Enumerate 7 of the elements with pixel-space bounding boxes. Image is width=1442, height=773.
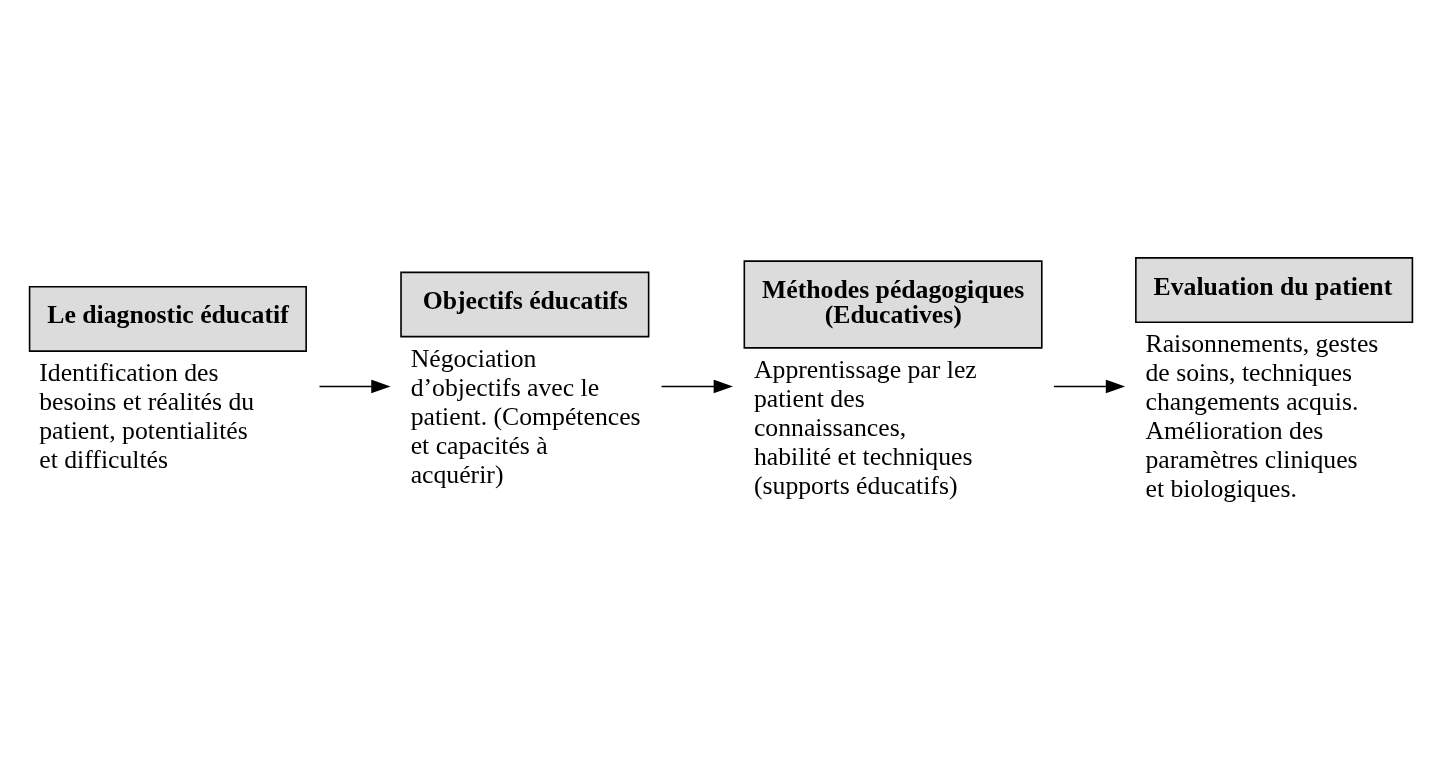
arrow [318,379,391,394]
node-label: Identification des besoins et réalités du patient, potentialités et difficultés [39,358,255,475]
node-label: Apprentissage par lez patient des connaissances, habilité et techniques (supports éducatifs) [753,355,977,500]
node-label: Négociation d’objectifs avec le patient. (Compétences et capacités à acquérir) [410,343,641,489]
node-label: Raisonnements, gestes de soins, techniques changements acquis. Amélioration des paramètres cliniques et biologiques. [1145,329,1379,504]
arrow [660,379,733,394]
arrow [1053,379,1126,394]
